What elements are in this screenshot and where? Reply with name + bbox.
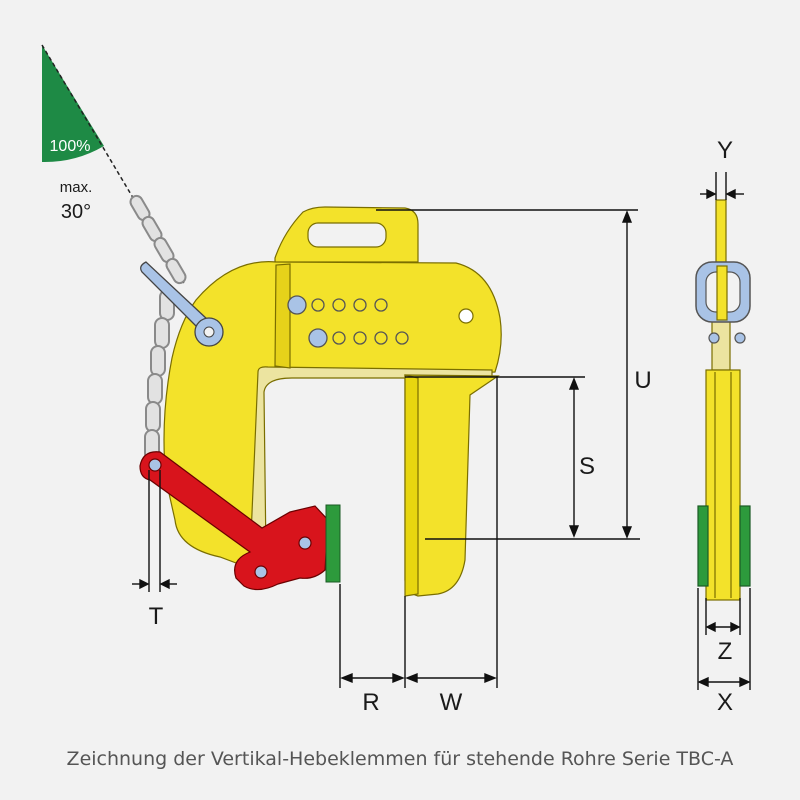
clamp-pad xyxy=(325,504,341,583)
side-dimension-lines xyxy=(697,172,751,690)
side-view xyxy=(695,199,751,601)
dim-label-y: Y xyxy=(717,137,733,164)
angle-percent-label: 100% xyxy=(50,138,91,155)
dim-label-u: U xyxy=(634,367,651,394)
dim-label-t: T xyxy=(149,603,164,630)
dim-label-w: W xyxy=(440,689,463,716)
dimension-lines xyxy=(132,209,640,688)
figure-caption: Zeichnung der Vertikal-Hebeklemmen für s… xyxy=(66,748,734,770)
dim-label-z: Z xyxy=(718,638,733,665)
max-angle-label: max. xyxy=(60,179,93,196)
locking-lever xyxy=(139,451,329,591)
max-angle-value: 30° xyxy=(61,201,91,223)
dim-label-x: X xyxy=(717,689,733,716)
adjustment-holes xyxy=(287,295,409,348)
dim-label-r: R xyxy=(362,689,379,716)
lifting-handle xyxy=(140,261,224,347)
dim-label-s: S xyxy=(579,453,595,480)
